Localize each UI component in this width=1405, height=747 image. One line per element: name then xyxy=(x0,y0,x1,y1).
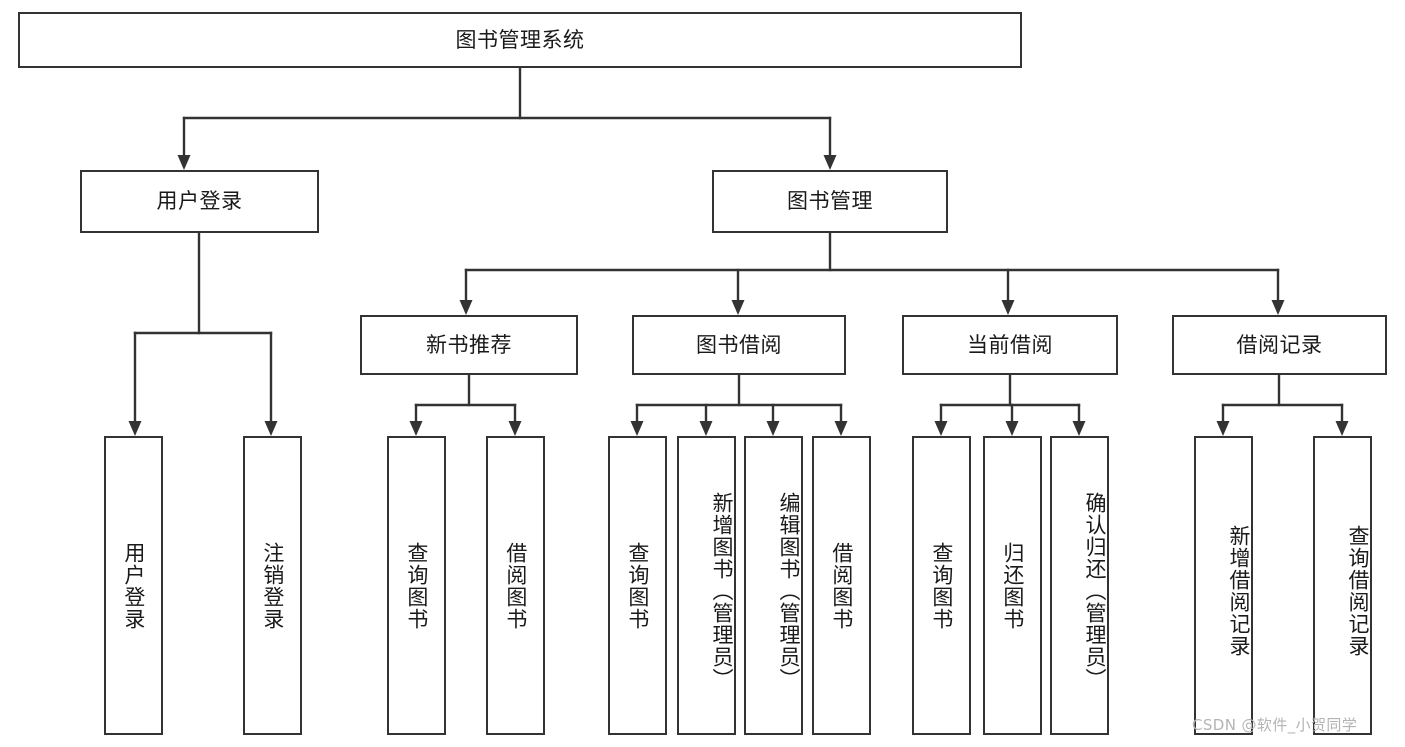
node-label: 编辑图书（管理员） xyxy=(777,491,801,690)
node-label: 查询图书 xyxy=(625,541,650,630)
leaf-borrow-record-查询借阅记录-12[interactable]: 查询借阅记录 xyxy=(1313,436,1372,735)
connector-arrowhead xyxy=(1335,421,1349,436)
node-图书借阅[interactable]: 图书借阅 xyxy=(632,315,846,375)
node-当前借阅[interactable]: 当前借阅 xyxy=(902,315,1118,375)
node-label: 图书借阅 xyxy=(696,332,782,357)
node-label: 借阅记录 xyxy=(1236,332,1323,357)
node-label: 查询借阅记录 xyxy=(1346,524,1370,657)
connector-arrowhead xyxy=(630,421,644,436)
node-label: 新书推荐 xyxy=(426,332,512,357)
node-用户登录[interactable]: 用户登录 xyxy=(80,170,319,233)
leaf-borrow-record-新增借阅记录-11[interactable]: 新增借阅记录 xyxy=(1194,436,1253,735)
node-新书推荐[interactable]: 新书推荐 xyxy=(360,315,578,375)
connector-arrowhead xyxy=(128,421,142,436)
connector-arrowhead xyxy=(508,421,522,436)
csdn-watermark: CSDN @软件_小贺同学 xyxy=(1192,716,1358,734)
node-label: 图书管理 xyxy=(787,189,873,214)
leaf-new-book-借阅图书-3[interactable]: 借阅图书 xyxy=(486,436,545,735)
leaf-book-borrow-借阅图书-7[interactable]: 借阅图书 xyxy=(812,436,871,735)
node-label: 借阅图书 xyxy=(503,541,528,630)
connector-arrowhead xyxy=(264,421,278,436)
connector-arrowhead xyxy=(1001,300,1015,315)
leaf-book-borrow-新增图书管理员-5[interactable]: 新增图书（管理员） xyxy=(677,436,736,735)
node-label: 用户登录 xyxy=(156,189,243,214)
node-label: 用户登录 xyxy=(121,541,146,630)
leaf-book-borrow-编辑图书管理员-6[interactable]: 编辑图书（管理员） xyxy=(744,436,803,735)
connector-arrowhead xyxy=(766,421,780,436)
leaf-book-borrow-查询图书-4[interactable]: 查询图书 xyxy=(608,436,667,735)
leaf-user-login-注销登录-1[interactable]: 注销登录 xyxy=(243,436,302,735)
connector-arrowhead xyxy=(1072,421,1086,436)
node-label: 查询图书 xyxy=(929,541,954,630)
node-root-图书管理系统[interactable]: 图书管理系统 xyxy=(18,12,1022,68)
node-label: 查询图书 xyxy=(404,541,429,630)
connector-arrowhead xyxy=(1005,421,1019,436)
connector-arrowhead xyxy=(834,421,848,436)
node-label: 注销登录 xyxy=(260,541,285,630)
node-label: 确认归还（管理员） xyxy=(1083,491,1107,690)
leaf-user-login-用户登录-0[interactable]: 用户登录 xyxy=(104,436,163,735)
node-图书管理[interactable]: 图书管理 xyxy=(712,170,948,233)
node-label: 归还图书 xyxy=(1000,541,1025,630)
node-label: 当前借阅 xyxy=(967,332,1053,357)
node-label: 新增图书（管理员） xyxy=(710,491,734,690)
leaf-current-borrow-确认归还管理员-10[interactable]: 确认归还（管理员） xyxy=(1050,436,1109,735)
connector-arrowhead xyxy=(177,155,191,170)
connector-arrowhead xyxy=(1216,421,1230,436)
node-label: 图书管理系统 xyxy=(455,27,585,52)
node-label: 新增借阅记录 xyxy=(1227,524,1251,657)
leaf-current-borrow-查询图书-8[interactable]: 查询图书 xyxy=(912,436,971,735)
connector-arrowhead xyxy=(731,300,745,315)
connector-arrowhead xyxy=(823,155,837,170)
connector-arrowhead xyxy=(1271,300,1285,315)
connector-arrowhead xyxy=(459,300,473,315)
leaf-new-book-查询图书-2[interactable]: 查询图书 xyxy=(387,436,446,735)
node-label: 借阅图书 xyxy=(829,541,854,630)
connector-arrowhead xyxy=(699,421,713,436)
leaf-current-borrow-归还图书-9[interactable]: 归还图书 xyxy=(983,436,1042,735)
connector-arrowhead xyxy=(409,421,423,436)
connector-arrowhead xyxy=(934,421,948,436)
node-借阅记录[interactable]: 借阅记录 xyxy=(1172,315,1387,375)
